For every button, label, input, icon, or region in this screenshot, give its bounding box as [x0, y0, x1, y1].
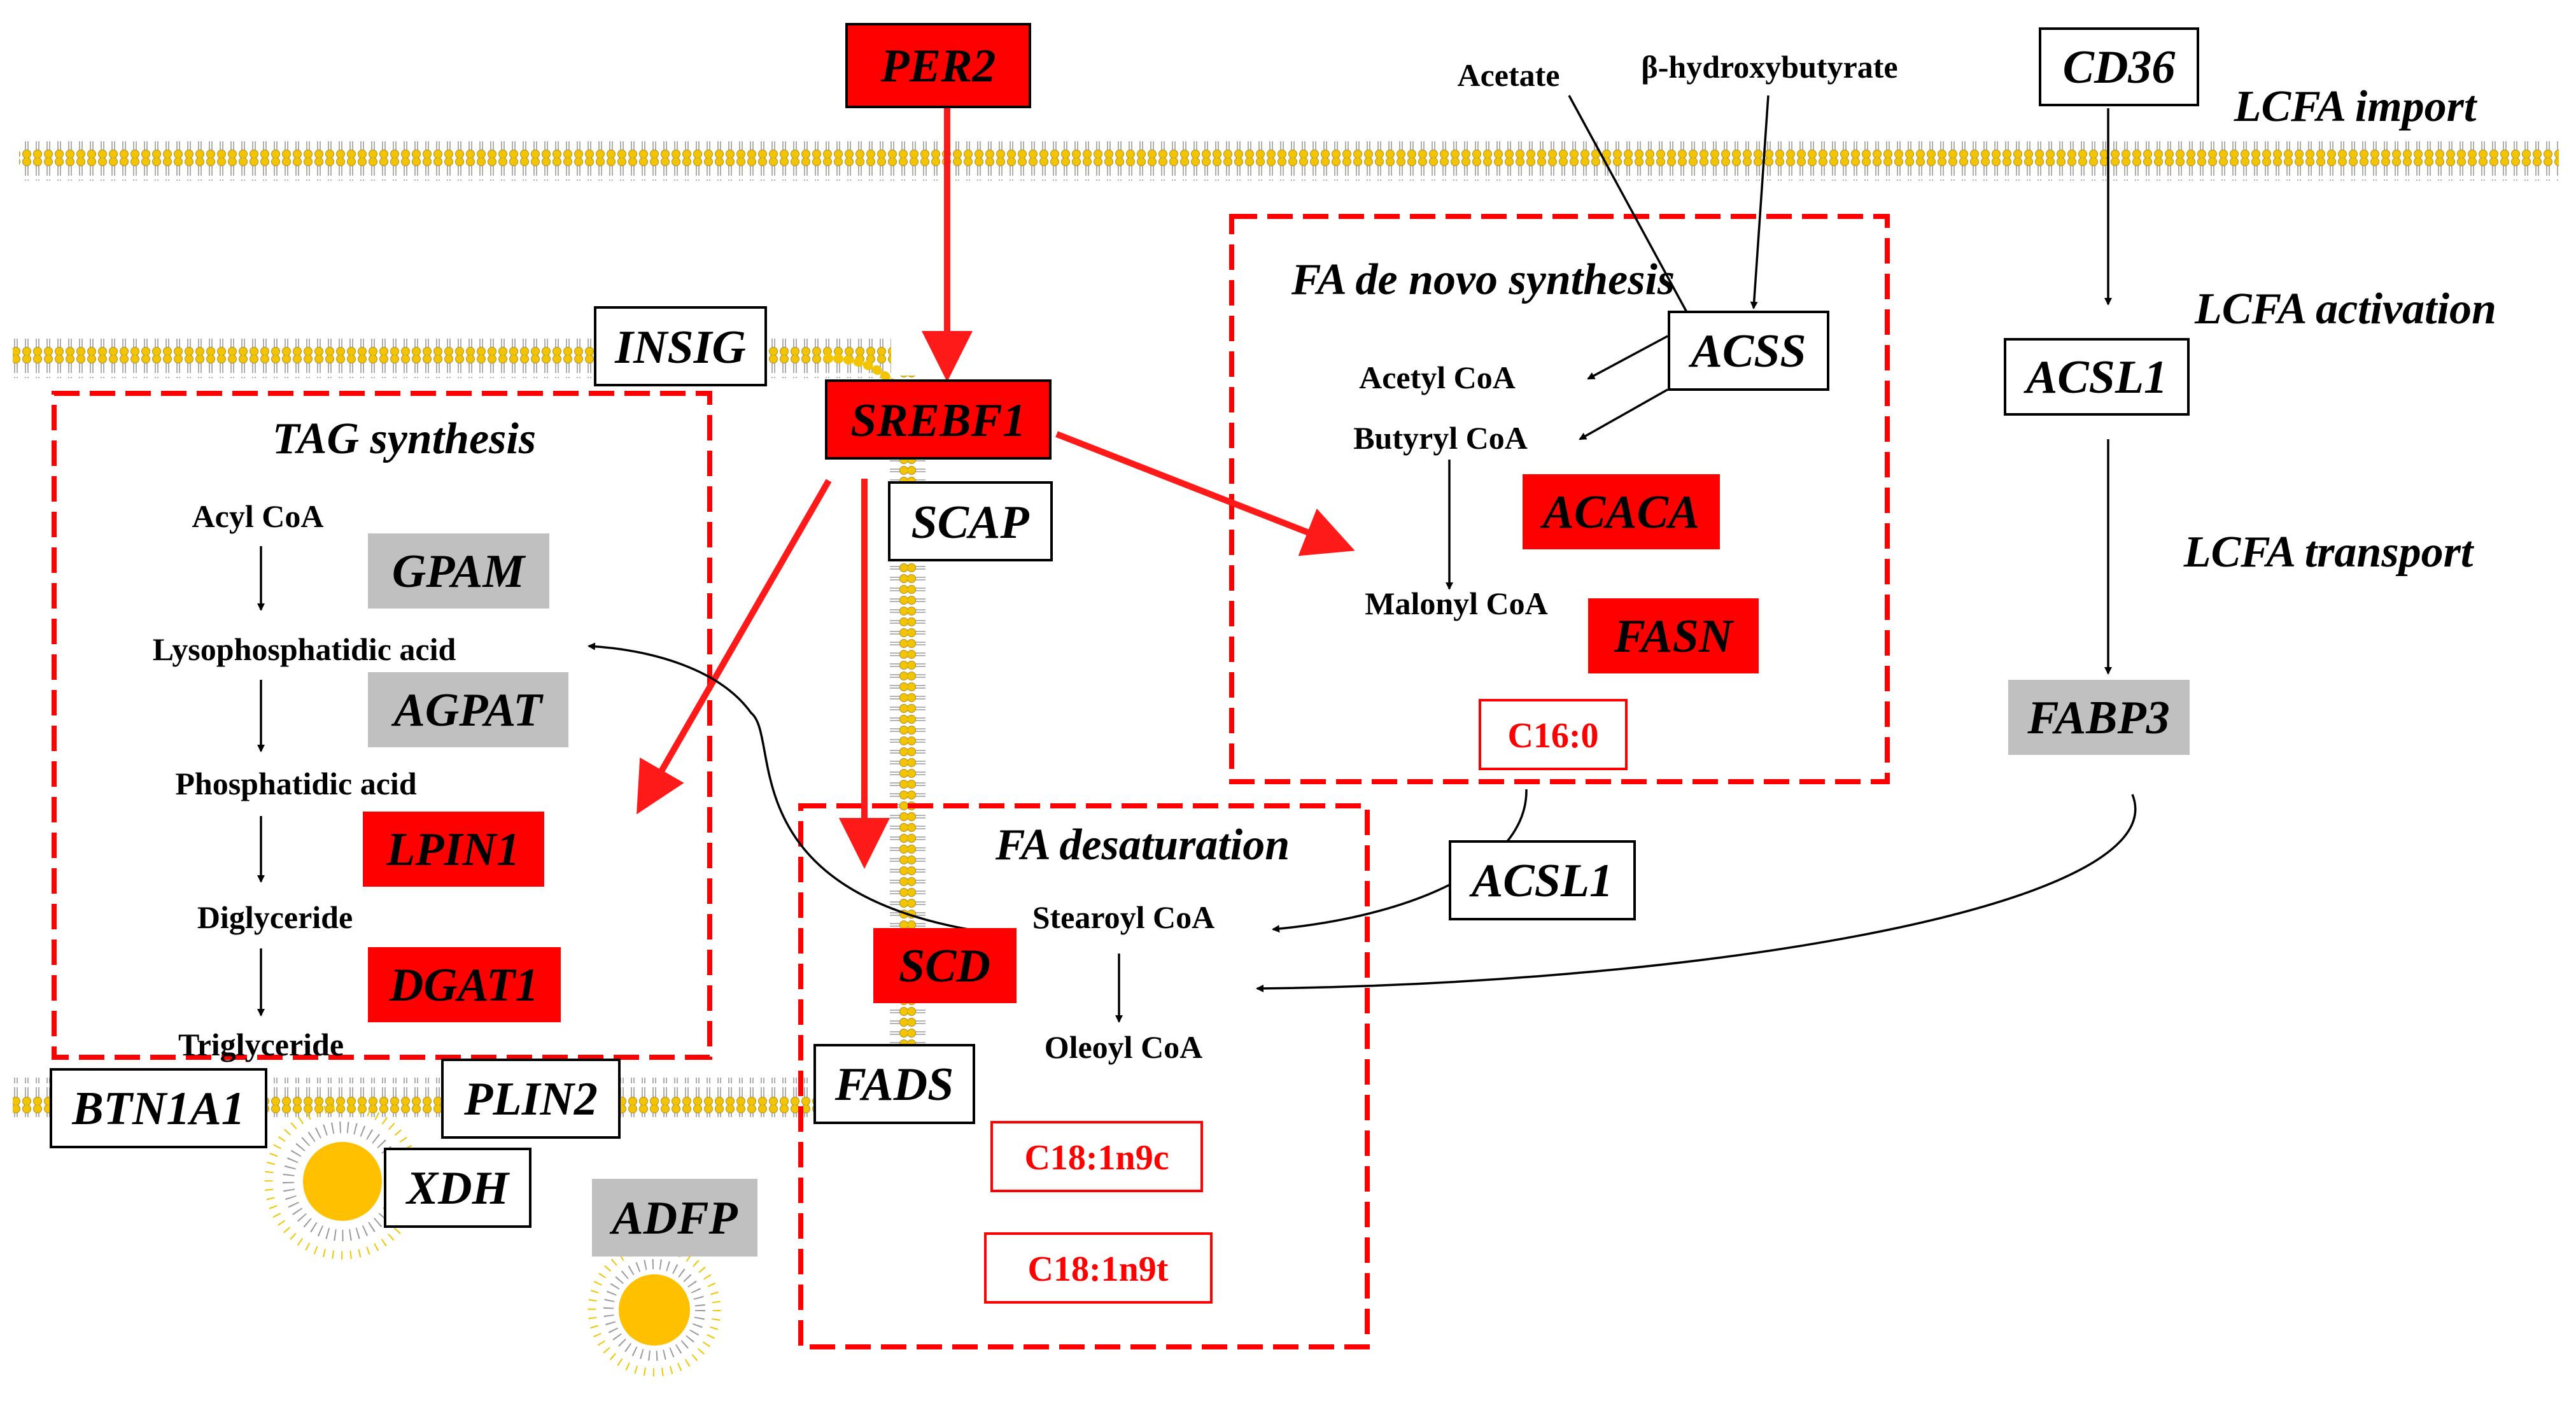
- gene-dgat1[interactable]: DGAT1: [368, 947, 561, 1022]
- plasma-membrane-top: [19, 141, 2559, 181]
- svg-text:ACSL1: ACSL1: [1469, 855, 1613, 907]
- metabolite-diglyceride: Diglyceride: [197, 899, 353, 935]
- secreted-lipid-droplet: [588, 1243, 721, 1377]
- gene-per2[interactable]: PER2: [845, 23, 1031, 108]
- metabolite-phosphatidic-acid: Phosphatidic acid: [175, 766, 416, 801]
- svg-text:SCAP: SCAP: [911, 496, 1029, 549]
- fatty-acid-c18-1n9c[interactable]: C18:1n9c: [990, 1121, 1203, 1192]
- metabolite-acyl-coa: Acyl CoA: [192, 498, 324, 534]
- svg-text:GPAM: GPAM: [392, 546, 526, 598]
- svg-text:PLIN2: PLIN2: [463, 1073, 598, 1125]
- gene-fasn[interactable]: FASN: [1588, 598, 1759, 673]
- section-tag-synthesis: TAG synthesis: [272, 414, 536, 463]
- srebf1-to-acaca-arrow: [1055, 431, 1355, 556]
- gene-lpin1[interactable]: LPIN1: [363, 812, 544, 887]
- acss-to-butyryl-arrow: [1579, 388, 1668, 440]
- svg-text:ACSL1: ACSL1: [2023, 351, 2167, 404]
- gene-adfp[interactable]: ADFP: [592, 1179, 757, 1257]
- gene-cd36[interactable]: CD36: [2039, 27, 2199, 106]
- gene-fads[interactable]: FADS: [813, 1044, 975, 1124]
- svg-text:SREBF1: SREBF1: [850, 395, 1026, 447]
- svg-text:SCD: SCD: [899, 940, 990, 992]
- srebf1-to-lpin1-arrow: [637, 479, 832, 815]
- gene-plin2[interactable]: PLIN2: [441, 1059, 621, 1139]
- gene-srebf1[interactable]: SREBF1: [825, 379, 1052, 460]
- svg-text:C18:1n9c: C18:1n9c: [1024, 1138, 1169, 1178]
- gene-scd[interactable]: SCD: [873, 928, 1017, 1003]
- bhb-to-acss-arrow: [1750, 95, 1770, 309]
- section-fa-desaturation: FA desaturation: [995, 820, 1290, 869]
- gene-xdh[interactable]: XDH: [384, 1148, 531, 1228]
- metabolite-oleoyl-coa: Oleoyl CoA: [1045, 1029, 1203, 1065]
- metabolite-acetyl-coa: Acetyl CoA: [1359, 360, 1516, 395]
- stearoyl-feedback-arrow: [588, 642, 1013, 937]
- metabolite-malonyl-coa: Malonyl CoA: [1365, 586, 1548, 621]
- acss-to-acetyl-arrow: [1587, 335, 1668, 380]
- acetate-to-acss-arrow: [1568, 95, 1698, 331]
- svg-text:DGAT1: DGAT1: [389, 959, 538, 1011]
- gene-insig[interactable]: INSIG: [594, 306, 767, 386]
- gene-acss[interactable]: ACSS: [1668, 311, 1829, 391]
- svg-text:CD36: CD36: [2063, 41, 2176, 94]
- section-lcfa-transport: LCFA transport: [2183, 528, 2475, 577]
- gene-acaca[interactable]: ACACA: [1523, 474, 1720, 549]
- metabolite-acetate: Acetate: [1458, 57, 1560, 93]
- svg-text:ACSS: ACSS: [1688, 325, 1806, 377]
- svg-text:C16:0: C16:0: [1507, 716, 1598, 756]
- gene-scap[interactable]: SCAP: [888, 481, 1053, 561]
- gene-agpat[interactable]: AGPAT: [368, 672, 568, 747]
- metabolite-lysophosphatidic-acid: Lysophosphatidic acid: [153, 631, 456, 667]
- section-fa-de-novo: FA de novo synthesis: [1291, 255, 1675, 304]
- svg-text:INSIG: INSIG: [614, 321, 746, 374]
- fabp3-to-stearoyl-arrow: [1256, 794, 2137, 992]
- metabolite-triglyceride: Triglyceride: [178, 1027, 344, 1062]
- svg-text:BTN1A1: BTN1A1: [71, 1083, 244, 1135]
- svg-text:AGPAT: AGPAT: [391, 684, 544, 736]
- fatty-acid-c16-0[interactable]: C16:0: [1479, 699, 1628, 770]
- metabolite-stearoyl-coa: Stearoyl CoA: [1032, 899, 1215, 935]
- section-lcfa-import: LCFA import: [2234, 82, 2478, 131]
- svg-text:FABP3: FABP3: [2027, 692, 2169, 744]
- svg-text:XDH: XDH: [405, 1162, 510, 1214]
- fatty-acid-c18-1n9t[interactable]: C18:1n9t: [984, 1232, 1213, 1304]
- gene-fabp3[interactable]: FABP3: [2008, 680, 2190, 755]
- fa-de-novo-box: [1229, 214, 1890, 784]
- svg-text:ADFP: ADFP: [609, 1192, 738, 1244]
- gene-acsl1-mid[interactable]: ACSL1: [1449, 840, 1636, 920]
- svg-text:C18:1n9t: C18:1n9t: [1028, 1250, 1169, 1289]
- svg-text:ACACA: ACACA: [1540, 486, 1700, 539]
- fa-desaturation-box: [798, 803, 1370, 1349]
- gene-gpam[interactable]: GPAM: [368, 533, 549, 609]
- svg-text:FASN: FASN: [1614, 610, 1735, 663]
- tag-synthesis-box: [52, 391, 712, 1060]
- section-lcfa-activation: LCFA activation: [2194, 285, 2496, 334]
- gene-btn1a1[interactable]: BTN1A1: [50, 1068, 267, 1148]
- svg-text:LPIN1: LPIN1: [386, 824, 520, 876]
- metabolite-beta-hydroxybutyrate: β-hydroxybutyrate: [1641, 49, 1897, 85]
- svg-text:PER2: PER2: [880, 40, 996, 92]
- gene-acsl1-right[interactable]: ACSL1: [2004, 338, 2190, 416]
- metabolite-butyryl-coa: Butyryl CoA: [1353, 420, 1528, 456]
- svg-text:FADS: FADS: [834, 1059, 954, 1111]
